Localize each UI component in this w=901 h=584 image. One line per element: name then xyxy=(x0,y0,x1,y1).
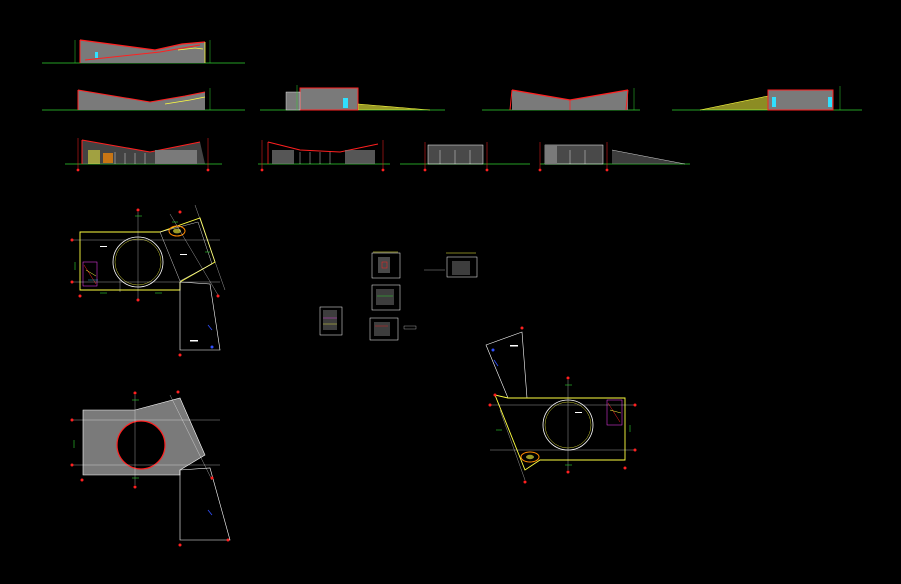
section-1[interactable] xyxy=(65,138,222,172)
elevation-4[interactable] xyxy=(482,88,640,111)
section-4[interactable] xyxy=(538,142,690,172)
floor-plan-mirrored[interactable] xyxy=(485,326,637,484)
detail-sheets[interactable] xyxy=(319,251,478,341)
elevation-1[interactable] xyxy=(42,39,245,64)
elevation-3[interactable] xyxy=(260,85,445,111)
section-2[interactable] xyxy=(258,140,390,172)
elevation-5[interactable] xyxy=(672,86,862,111)
elevation-2[interactable] xyxy=(42,88,245,111)
floor-plan[interactable] xyxy=(70,204,226,357)
roof-plan[interactable] xyxy=(70,390,231,547)
section-3[interactable] xyxy=(400,142,530,172)
